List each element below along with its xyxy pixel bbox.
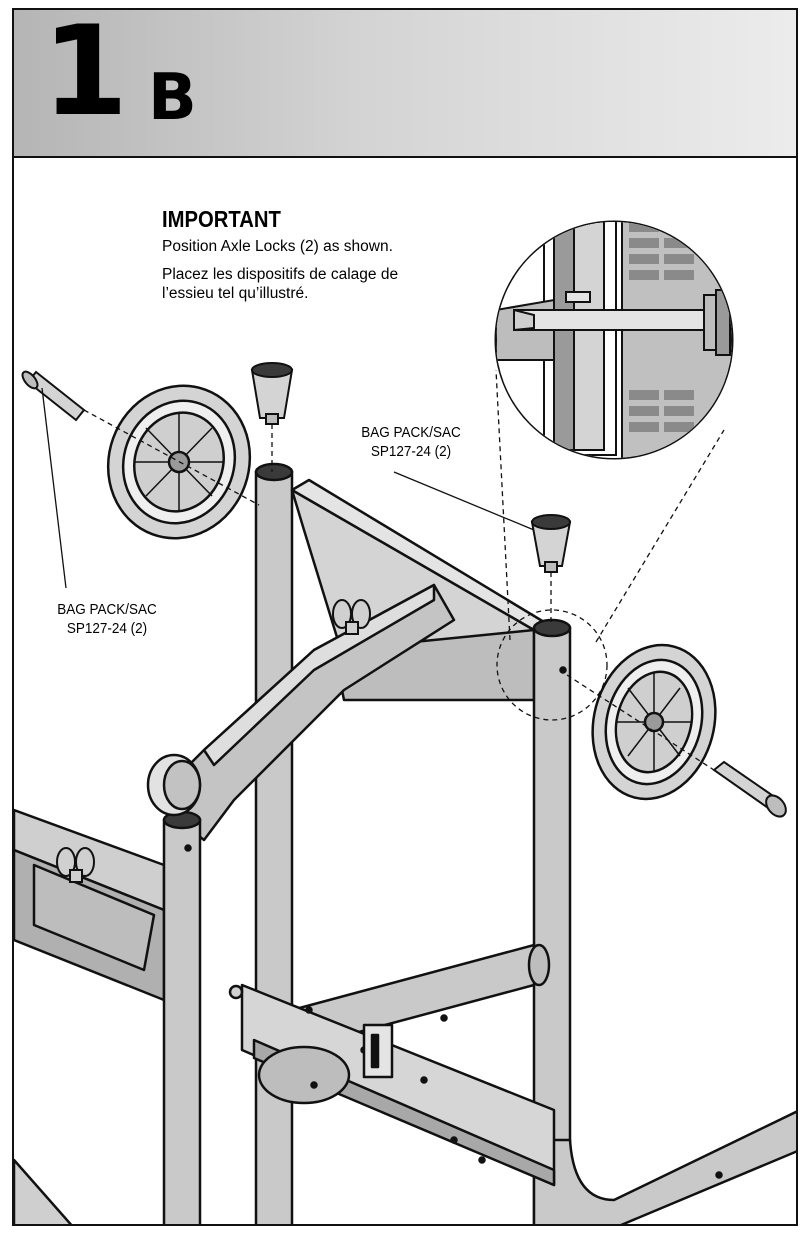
bag-pack-label-left-line2: SP127-24 (2) bbox=[66, 620, 148, 637]
left-axle-pin bbox=[21, 370, 86, 422]
instruction-english: Position Axle Locks (2) as shown. bbox=[162, 238, 393, 255]
axle-lock-top bbox=[250, 362, 294, 425]
important-notice: IMPORTANT Position Axle Locks (2) as sho… bbox=[162, 206, 492, 303]
base-u-tube bbox=[532, 1110, 796, 1224]
assembly-illustration bbox=[14, 220, 796, 1224]
bag-pack-label-left: BAG PACK/SAC SP127-24 (2) bbox=[40, 600, 175, 638]
step-number: 1 bbox=[42, 8, 128, 144]
step-letter: B bbox=[148, 61, 197, 135]
axle-lock-right bbox=[530, 514, 572, 573]
bag-pack-label-left-line1: BAG PACK/SAC bbox=[57, 601, 157, 618]
instruction-page: 1 B bbox=[12, 8, 798, 1226]
front-brace bbox=[228, 983, 556, 1187]
bag-pack-label-right: BAG PACK/SAC SP127-24 (2) bbox=[344, 423, 479, 461]
step-header: 1 B bbox=[14, 10, 796, 158]
bag-pack-label-right-line2: SP127-24 (2) bbox=[370, 443, 452, 460]
left-wheel bbox=[106, 384, 252, 540]
left-back-leg bbox=[254, 462, 294, 1224]
left-front-leg bbox=[162, 810, 202, 1224]
right-axle-pin bbox=[712, 760, 787, 818]
label-leaders bbox=[41, 387, 535, 589]
bag-pack-label-right-line1: BAG PACK/SAC bbox=[361, 424, 461, 441]
instruction-french-line2: l’essieu tel qu’illustré. bbox=[162, 285, 309, 302]
detail-view bbox=[494, 220, 734, 460]
wing-nut-lower bbox=[56, 847, 95, 883]
right-wheel bbox=[591, 643, 717, 801]
wing-nut-upper bbox=[332, 599, 371, 635]
guide-lines bbox=[83, 369, 725, 771]
important-title: IMPORTANT bbox=[162, 206, 281, 232]
diagonal-tube bbox=[152, 583, 456, 842]
instruction-french-line1: Placez les dispositifs de calage de bbox=[162, 266, 399, 283]
caster-wheel bbox=[146, 753, 202, 817]
